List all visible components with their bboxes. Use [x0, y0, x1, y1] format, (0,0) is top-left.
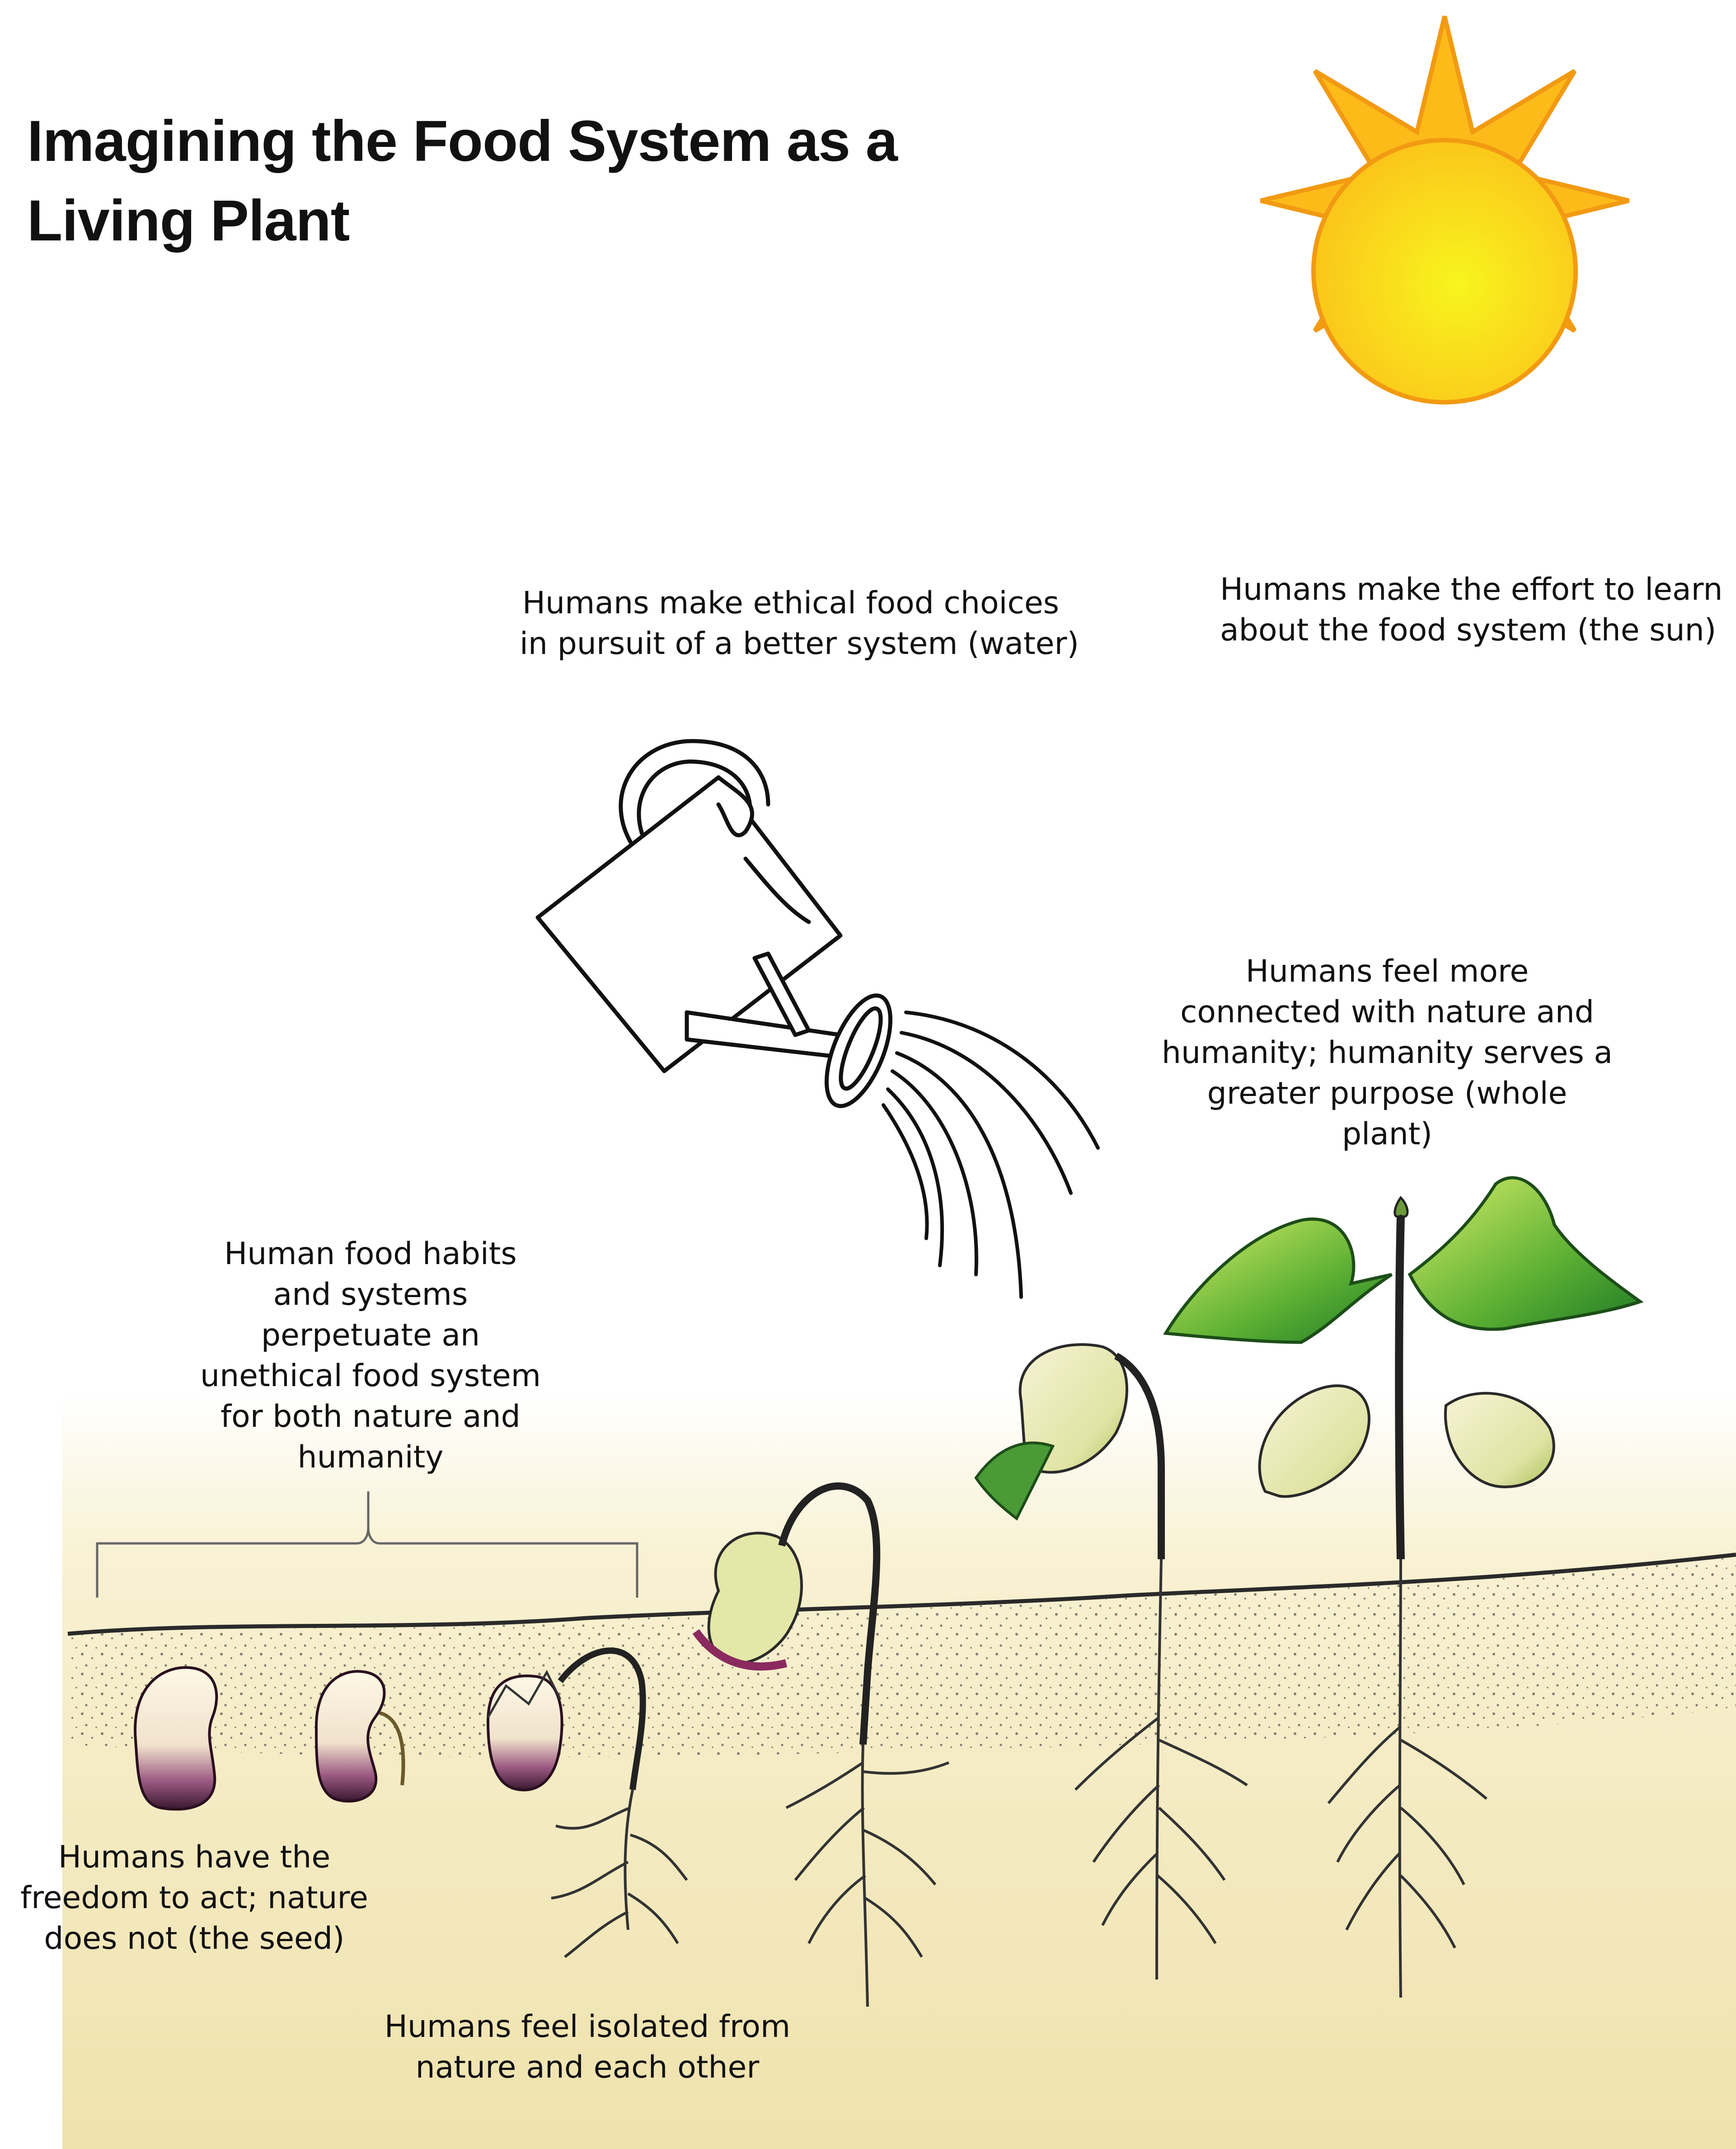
caption-whole-plant: Humans feel more connected with nature a… — [1157, 951, 1618, 1155]
page-title: Imagining the Food System as a Living Pl… — [27, 102, 1021, 261]
title-line: Imagining the Food System as a — [27, 109, 897, 174]
caption-line: Humans make the effort to learn — [1220, 572, 1722, 607]
caption-isolated: Humans feel isolated from nature and eac… — [375, 2007, 800, 2088]
caption-line: Humans feel more — [1246, 954, 1529, 989]
soil-background — [62, 1392, 1736, 2149]
caption-line: unethical food system — [200, 1358, 541, 1394]
caption-line: Human food habits — [224, 1236, 517, 1272]
caption-line: nature and each other — [416, 2050, 760, 2085]
caption-line: perpetuate an — [261, 1317, 480, 1353]
water-stream-icon — [883, 1012, 1098, 1297]
caption-line: Humans feel isolated from — [385, 2009, 790, 2045]
caption-sun: Humans make the effort to learn about th… — [1220, 569, 1694, 651]
watering-can-icon — [538, 741, 904, 1114]
caption-seed: Humans have the freedom to act; nature d… — [18, 1837, 371, 1959]
seed-icon — [135, 1668, 216, 1810]
caption-line: freedom to act; nature — [20, 1880, 368, 1916]
caption-line: connected with nature and — [1180, 994, 1594, 1030]
title-line: Living Plant — [27, 188, 349, 253]
caption-line: humanity — [298, 1439, 444, 1475]
caption-line: for both nature and — [221, 1399, 521, 1434]
caption-line: Humans make ethical food choices — [522, 585, 1059, 621]
caption-line: humanity; humanity serves a — [1162, 1035, 1613, 1071]
caption-line: and systems — [273, 1277, 468, 1312]
caption-line: does not (the seed) — [44, 1921, 344, 1956]
sun-icon — [1261, 16, 1629, 402]
caption-line: plant) — [1342, 1116, 1432, 1152]
caption-water: Humans make ethical food choices in purs… — [520, 583, 1062, 664]
caption-line: Humans have the — [58, 1839, 330, 1875]
caption-line: about the food system (the sun) — [1220, 612, 1716, 648]
caption-habits: Human food habits and systems perpetuate… — [172, 1234, 569, 1478]
caption-line: greater purpose (whole — [1207, 1076, 1567, 1111]
caption-line: in pursuit of a better system (water) — [520, 626, 1079, 662]
